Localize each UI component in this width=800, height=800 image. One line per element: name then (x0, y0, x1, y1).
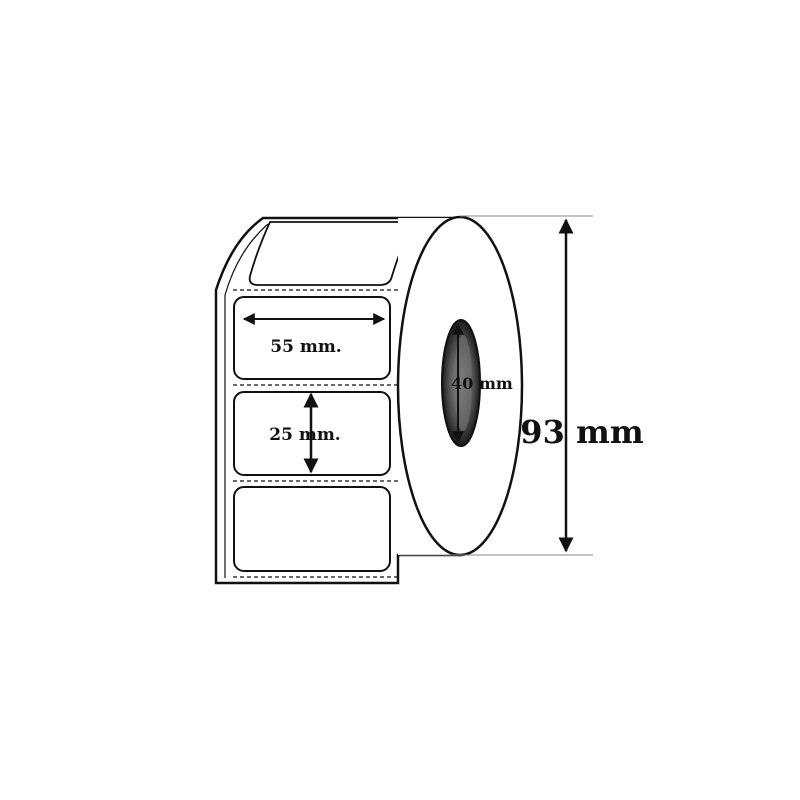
top-label (248, 221, 414, 286)
core-diameter-text: 40 mm (451, 374, 513, 393)
roll-diameter-dimension (400, 215, 593, 556)
label-width-text: 55 mm. (270, 337, 341, 357)
label-height-text: 25 mm. (269, 425, 340, 445)
label-3 (233, 486, 391, 572)
roll-diameter-text: 93 mm (520, 413, 644, 451)
